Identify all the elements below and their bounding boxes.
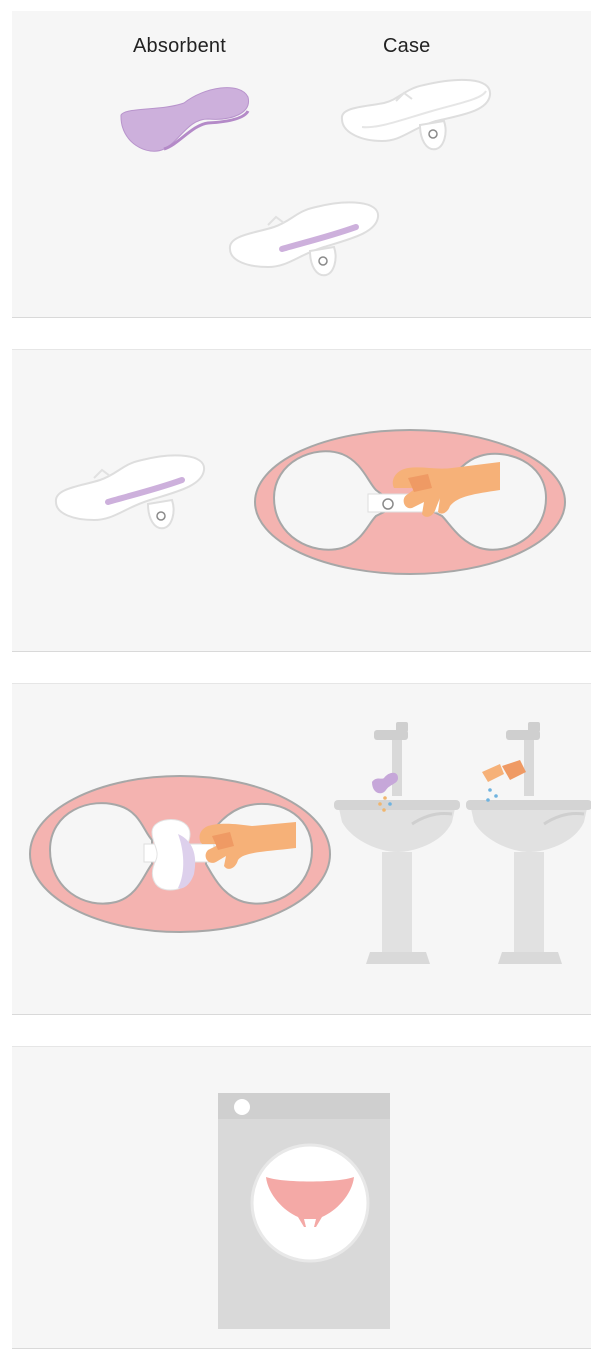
step-3-illustration: [12, 684, 591, 1014]
case-pad-icon: [342, 80, 490, 149]
hands-wash-icon: [482, 760, 526, 802]
step-4-illustration: [12, 1047, 591, 1348]
sink-icon: [334, 722, 460, 964]
assembled-pad-icon: [56, 455, 204, 528]
underwear-ring-icon: [30, 776, 330, 932]
step-1-illustration: [12, 11, 591, 317]
step-2-panel: [12, 349, 591, 652]
step-3-panel: [12, 683, 591, 1015]
absorbent-pad-icon: [121, 88, 249, 152]
step-2-illustration: [12, 350, 591, 651]
assembled-pad-icon: [230, 202, 378, 275]
step-4-panel: [12, 1046, 591, 1349]
step-1-panel: Absorbent Case: [12, 11, 591, 318]
sink-icon: [466, 722, 591, 964]
